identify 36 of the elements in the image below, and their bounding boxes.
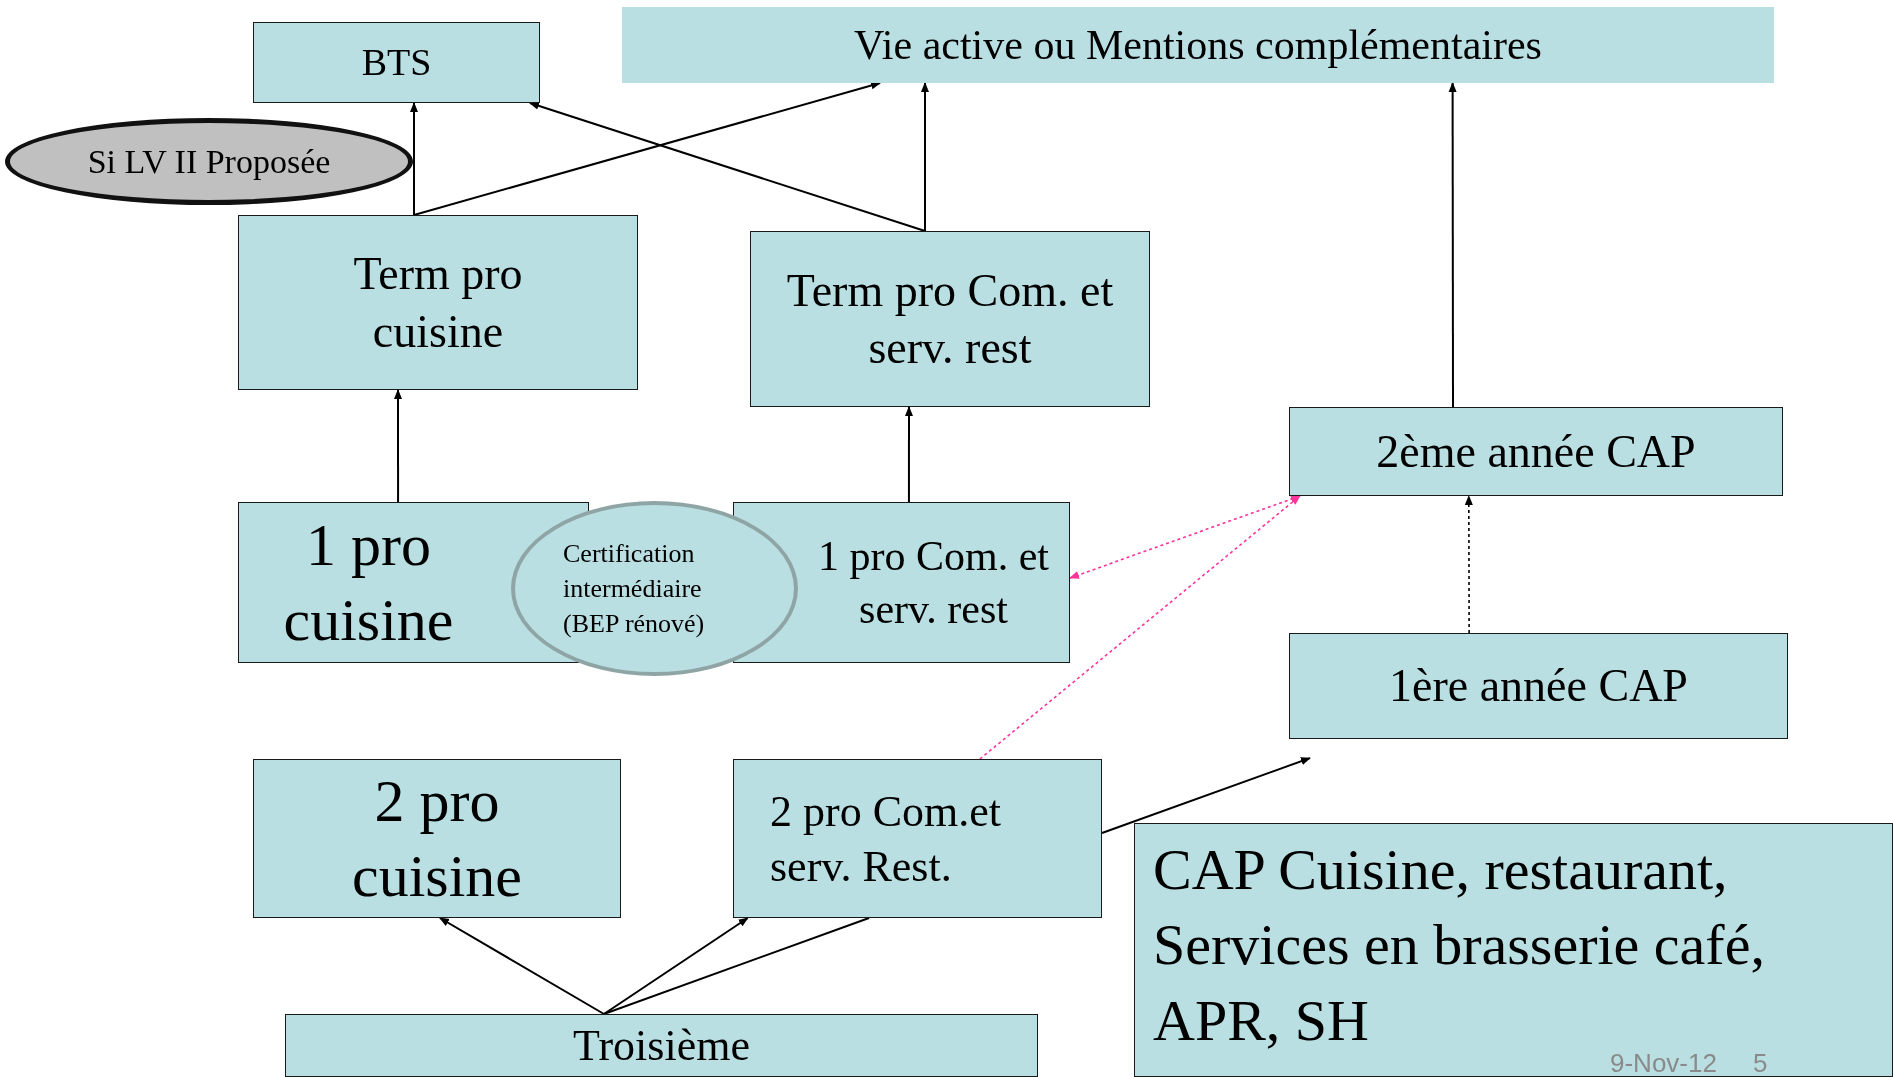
- process-box: [733, 759, 1102, 918]
- arrow: [410, 102, 418, 216]
- node-text: 1ère année CAP: [1389, 659, 1688, 714]
- arrow: [1069, 495, 1301, 579]
- arrow: [602, 917, 749, 1015]
- arrow: [1101, 757, 1311, 834]
- process-box: [253, 759, 621, 918]
- node-text: 2 pro cuisine: [351, 766, 523, 911]
- arrow: [1464, 495, 1473, 634]
- process-box: [1289, 633, 1788, 739]
- arrow: [438, 917, 605, 1015]
- node-text: Troisième: [573, 1020, 750, 1072]
- node-text: Vie active ou Mentions complémentaires: [854, 20, 1542, 70]
- node-text: Certification intermédiaire (BEP rénové): [563, 537, 706, 641]
- node-text: 2 pro Com.et serv. Rest.: [770, 785, 1002, 893]
- node-text: 2ème année CAP: [1376, 424, 1696, 479]
- arrow: [413, 81, 882, 216]
- process-box: [253, 22, 540, 103]
- node-text: Term pro Com. et serv. rest: [785, 263, 1115, 375]
- process-box: [1134, 823, 1893, 1077]
- process-box: [622, 7, 1774, 83]
- process-box: [1289, 407, 1783, 496]
- node-text: Si LV II Proposée: [87, 142, 331, 182]
- node-text: 1 pro cuisine: [282, 510, 455, 655]
- arrow: [394, 389, 402, 503]
- arrow: [905, 406, 913, 503]
- process-box: [750, 231, 1150, 407]
- arrow: [979, 495, 1301, 760]
- node-text: Term pro cuisine: [352, 247, 524, 359]
- arrow: [1448, 82, 1457, 408]
- process-box: [238, 215, 638, 390]
- node-text: 1 pro Com. et serv. rest: [817, 532, 1050, 634]
- process-box: [285, 1014, 1038, 1077]
- arrow: [921, 82, 929, 232]
- node-text: BTS: [361, 39, 432, 85]
- arrow: [528, 101, 926, 232]
